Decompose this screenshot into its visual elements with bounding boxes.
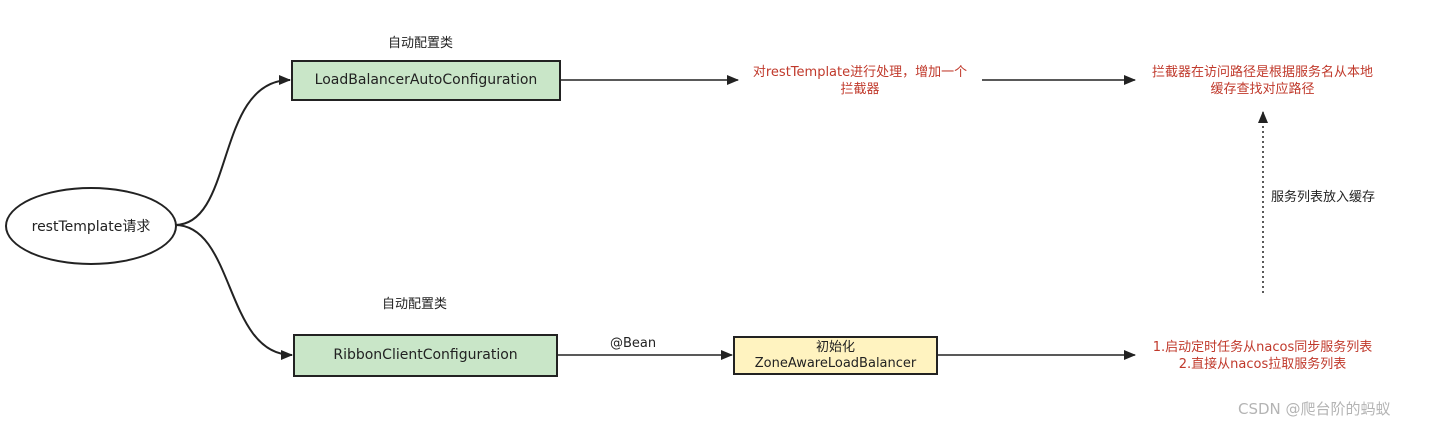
ribbon-client-config-node[interactable]: RibbonClientConfiguration xyxy=(293,334,558,377)
edge-start-to-ribbon-config xyxy=(174,224,293,360)
interceptor-note-line2: 拦截器 xyxy=(840,82,880,97)
lookup-note-line2: 缓存查找对应路径 xyxy=(1210,82,1315,97)
ribbon-client-config-label: RibbonClientConfiguration xyxy=(333,347,518,363)
auto-config-label-bottom: 自动配置类 xyxy=(382,297,448,312)
start-label: restTemplate请求 xyxy=(31,219,151,235)
start-ellipse[interactable]: restTemplate请求 xyxy=(5,187,177,265)
edge-start-to-lb-auto-config xyxy=(174,75,291,226)
sync-note: 1.启动定时任务从nacos同步服务列表 2.直接从nacos拉取服务列表 xyxy=(1130,339,1395,373)
cache-edge-label: 服务列表放入缓存 xyxy=(1271,190,1376,205)
sync-note-line1: 1.启动定时任务从nacos同步服务列表 xyxy=(1152,340,1373,355)
lookup-note: 拦截器在访问路径是根据服务名从本地 缓存查找对应路径 xyxy=(1130,64,1395,98)
lb-auto-config-node[interactable]: LoadBalancerAutoConfiguration xyxy=(291,60,561,101)
interceptor-note: 对restTemplate进行处理，增加一个 拦截器 xyxy=(735,64,985,98)
interceptor-note-line1: 对restTemplate进行处理，增加一个 xyxy=(752,65,968,80)
lb-auto-config-label: LoadBalancerAutoConfiguration xyxy=(314,72,538,88)
zone-aware-node[interactable]: 初始化 ZoneAwareLoadBalancer xyxy=(733,336,938,375)
zone-aware-line2: ZoneAwareLoadBalancer xyxy=(754,355,917,371)
bean-edge-label: @Bean xyxy=(610,336,657,351)
zone-aware-line1: 初始化 xyxy=(815,339,855,355)
watermark: CSDN @爬台阶的蚂蚁 xyxy=(1238,400,1391,418)
sync-note-line2: 2.直接从nacos拉取服务列表 xyxy=(1178,357,1347,372)
lookup-note-line1: 拦截器在访问路径是根据服务名从本地 xyxy=(1151,65,1373,80)
auto-config-label-top: 自动配置类 xyxy=(388,36,454,51)
